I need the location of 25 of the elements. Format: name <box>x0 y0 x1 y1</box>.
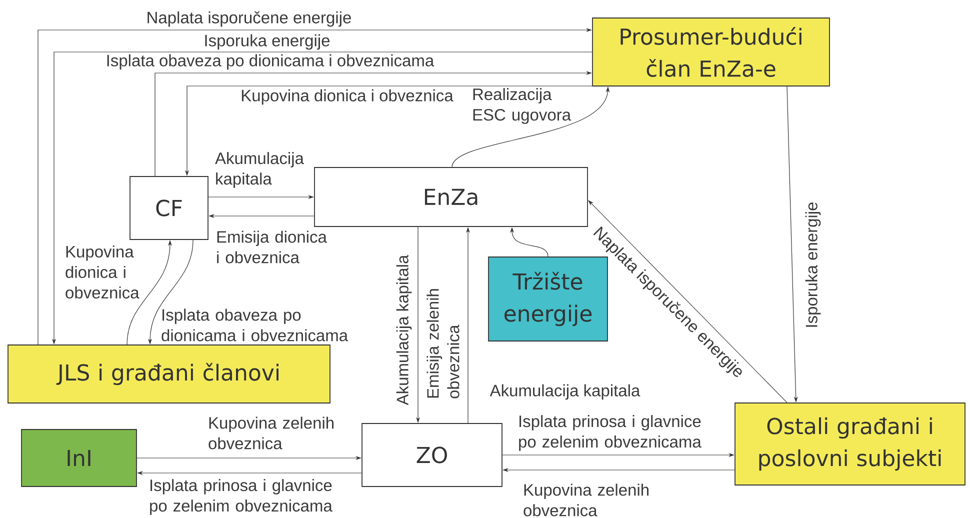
edge-label: Isporuka energije <box>205 34 330 50</box>
entity-box: CF <box>130 176 208 240</box>
entity-box: Ostali građani i poslovni subjekti <box>734 402 966 486</box>
edge-label: Kupovina dionica i obveznica <box>242 89 454 105</box>
edge-label: Isplata obaveza po dionicama i obveznicama <box>107 54 434 70</box>
edge-label: Isplata prinosa i glavnice po zelenim obveznicama <box>150 479 332 515</box>
edge-label: Isporuka energije <box>805 202 821 327</box>
entity-box: Tržište energije <box>488 256 608 342</box>
entity-box: ZO <box>362 423 502 487</box>
edge-label: Emisija zelenih obveznica <box>426 289 460 398</box>
flow-label: Akumulacija kapitala <box>490 384 640 400</box>
edge-label: Isplata prinosa i glavnice po zelenim obveznicama <box>519 415 702 451</box>
edge-label: Akumulacija kapitala <box>396 254 412 406</box>
edge-label: Emisija dionica i obveznica <box>217 230 327 264</box>
edge-label: Naplata isporučene energije <box>148 11 351 27</box>
entity-box: EnZa <box>314 167 588 227</box>
entity-box: Prosumer-budući član EnZa-e <box>592 18 830 86</box>
edge-label: Kupovina dionica i obveznica <box>66 245 140 299</box>
edge-label: Kupovina zelenih obveznica <box>524 484 648 516</box>
edge-label: Kupovina zelenih obveznica <box>208 416 334 450</box>
entity-box: JLS i građani članovi <box>8 344 330 404</box>
edge-label: Realizacija ESC ugovora <box>473 88 572 124</box>
edge-label: Akumulacija kapitala <box>215 152 304 188</box>
entity-box: InI <box>21 429 137 487</box>
edge-label: Isplata obaveza po dionicama i obveznicama <box>162 308 348 342</box>
